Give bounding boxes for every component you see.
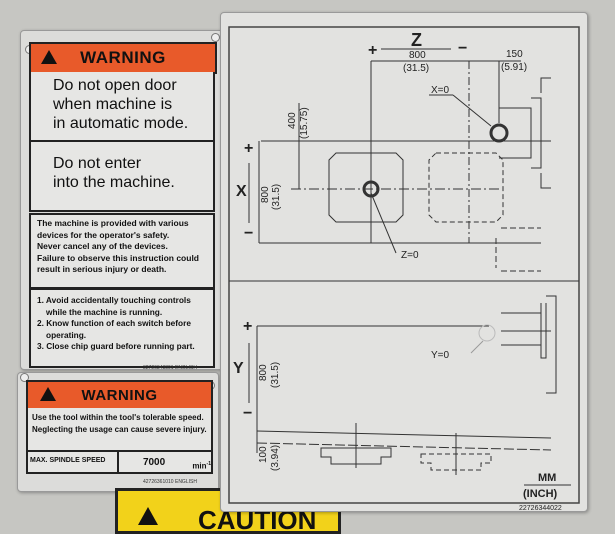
screw-icon <box>20 373 29 382</box>
text-line: Do not enter <box>53 155 142 172</box>
speed-unit: min-1 <box>192 452 211 474</box>
speed-value: 7000 <box>142 457 166 468</box>
diagram-border <box>228 26 580 504</box>
list-item: while the machine is running. <box>46 306 163 317</box>
enter-warning: Do not enter into the machine. <box>29 140 215 212</box>
x2-dim-inch: (15.75) <box>299 107 310 139</box>
travel-diagram-plate: Z + − 800 (31.5) 150 (5.91) X=0 + X − 80… <box>220 12 588 512</box>
x-axis-label: X <box>236 183 247 200</box>
language-text: ENGLISH <box>174 479 197 485</box>
z-zero-label: Z=0 <box>401 250 419 261</box>
text-line: Never cancel any of the devices. <box>37 241 168 251</box>
x-zero-leader <box>452 94 492 127</box>
list-item: 3. Close chip guard before running part. <box>37 341 195 351</box>
y-minus: − <box>243 405 252 422</box>
spindle-speed-plate: WARNING Use the tool within the tool's t… <box>17 372 219 492</box>
x-zero-label: X=0 <box>431 85 450 96</box>
part-number-text: 32726343891 <box>143 365 174 371</box>
y-dim: 800 <box>258 364 269 381</box>
z-dim-inch: (31.5) <box>403 63 429 74</box>
y-zero-label: Y=0 <box>431 350 450 361</box>
text-line: into the machine. <box>53 174 175 191</box>
table-dashed <box>420 453 492 471</box>
warning-triangle-icon <box>40 387 56 401</box>
speed-text: Use the tool within the tool's tolerable… <box>26 408 213 474</box>
list-item: 2. Know function of each switch before <box>37 318 191 328</box>
text-line: devices for the operator's safety. <box>37 229 170 240</box>
x-dim-inch: (31.5) <box>271 184 282 210</box>
text-line: when machine is <box>53 96 173 113</box>
caution-triangle-icon <box>138 507 158 525</box>
warning-plate: WARNING Do not open door when machine is… <box>20 30 224 371</box>
text-line: in automatic mode. <box>53 115 189 132</box>
text-line: Do not open door <box>53 77 177 94</box>
workpiece-dashed <box>428 152 504 223</box>
text-line: Failure to observe this instruction coul… <box>37 252 199 263</box>
x-minus: − <box>244 225 253 242</box>
y-spindle-head <box>501 295 557 394</box>
screw-icon <box>211 33 220 42</box>
warning-header: WARNING <box>29 42 217 74</box>
text-line: Use the tool within the tool's tolerable… <box>32 413 204 422</box>
list-item: 1. Avoid accidentally touching controls <box>37 295 191 305</box>
travel-diagram: Z + − 800 (31.5) 150 (5.91) X=0 + X − 80… <box>228 26 580 511</box>
warning-header: WARNING <box>26 380 213 410</box>
part-number-text: 42726361010 <box>143 479 174 485</box>
diagram-part-number: 22726344022 <box>519 505 562 511</box>
warning-title: WARNING <box>81 386 158 404</box>
y-dim-inch: (31.5) <box>270 362 281 388</box>
units-inch: (INCH) <box>523 488 558 500</box>
spindle-origin-icon <box>489 123 509 143</box>
language-text: ENGLISH <box>174 365 197 371</box>
speed-label: MAX. SPINDLE SPEED <box>28 452 119 474</box>
unit-exponent: -1 <box>206 461 211 467</box>
x2-dim: 400 <box>287 112 298 129</box>
warning-title: WARNING <box>80 48 166 67</box>
speed-text-block: Use the tool within the tool's tolerable… <box>28 408 211 436</box>
list-item: operating. <box>46 329 87 340</box>
units-mm: MM <box>538 472 556 484</box>
y-plus: + <box>243 318 252 335</box>
table-top-line <box>256 430 552 439</box>
text-line: The machine is provided with various <box>37 218 189 228</box>
table-line <box>256 442 552 451</box>
x-dim: 800 <box>260 186 271 203</box>
warning-triangle-icon <box>41 50 57 64</box>
safety-paragraph: The machine is provided with various dev… <box>29 213 215 289</box>
part-number: 42726361010 ENGLISH <box>143 479 197 485</box>
part-number: 32726343891 ENGLISH <box>143 365 197 371</box>
door-warning: Do not open door when machine is in auto… <box>29 72 215 142</box>
y-origin-icon <box>478 324 496 342</box>
dashed-spindle <box>495 227 541 272</box>
y2-dim-inch: (3.94) <box>270 445 281 471</box>
z2-dim: 150 <box>506 49 523 60</box>
z-dim: 800 <box>409 50 426 61</box>
speed-row: MAX. SPINDLE SPEED 7000 min-1 <box>28 450 211 474</box>
table-solid <box>320 447 392 465</box>
workpiece-solid <box>328 152 404 223</box>
z2-dim-inch: (5.91) <box>501 62 527 73</box>
z-minus: − <box>458 40 467 57</box>
x-plus: + <box>244 140 253 157</box>
z-plus: + <box>368 42 377 59</box>
spindle-head <box>499 77 551 189</box>
y2-dim: 100 <box>258 446 269 463</box>
instruction-list: 1. Avoid accidentally touching controls … <box>29 288 215 368</box>
text-line: result in serious injury or death. <box>37 264 167 274</box>
table-origin-icon <box>362 180 380 198</box>
z-zero-leader <box>370 192 397 254</box>
text-line: Neglecting the usage can cause severe in… <box>32 425 207 434</box>
y-axis-label: Y <box>233 360 244 377</box>
unit: min <box>192 461 207 471</box>
z-axis-label: Z <box>411 30 422 50</box>
y-zero-leader <box>470 340 484 354</box>
